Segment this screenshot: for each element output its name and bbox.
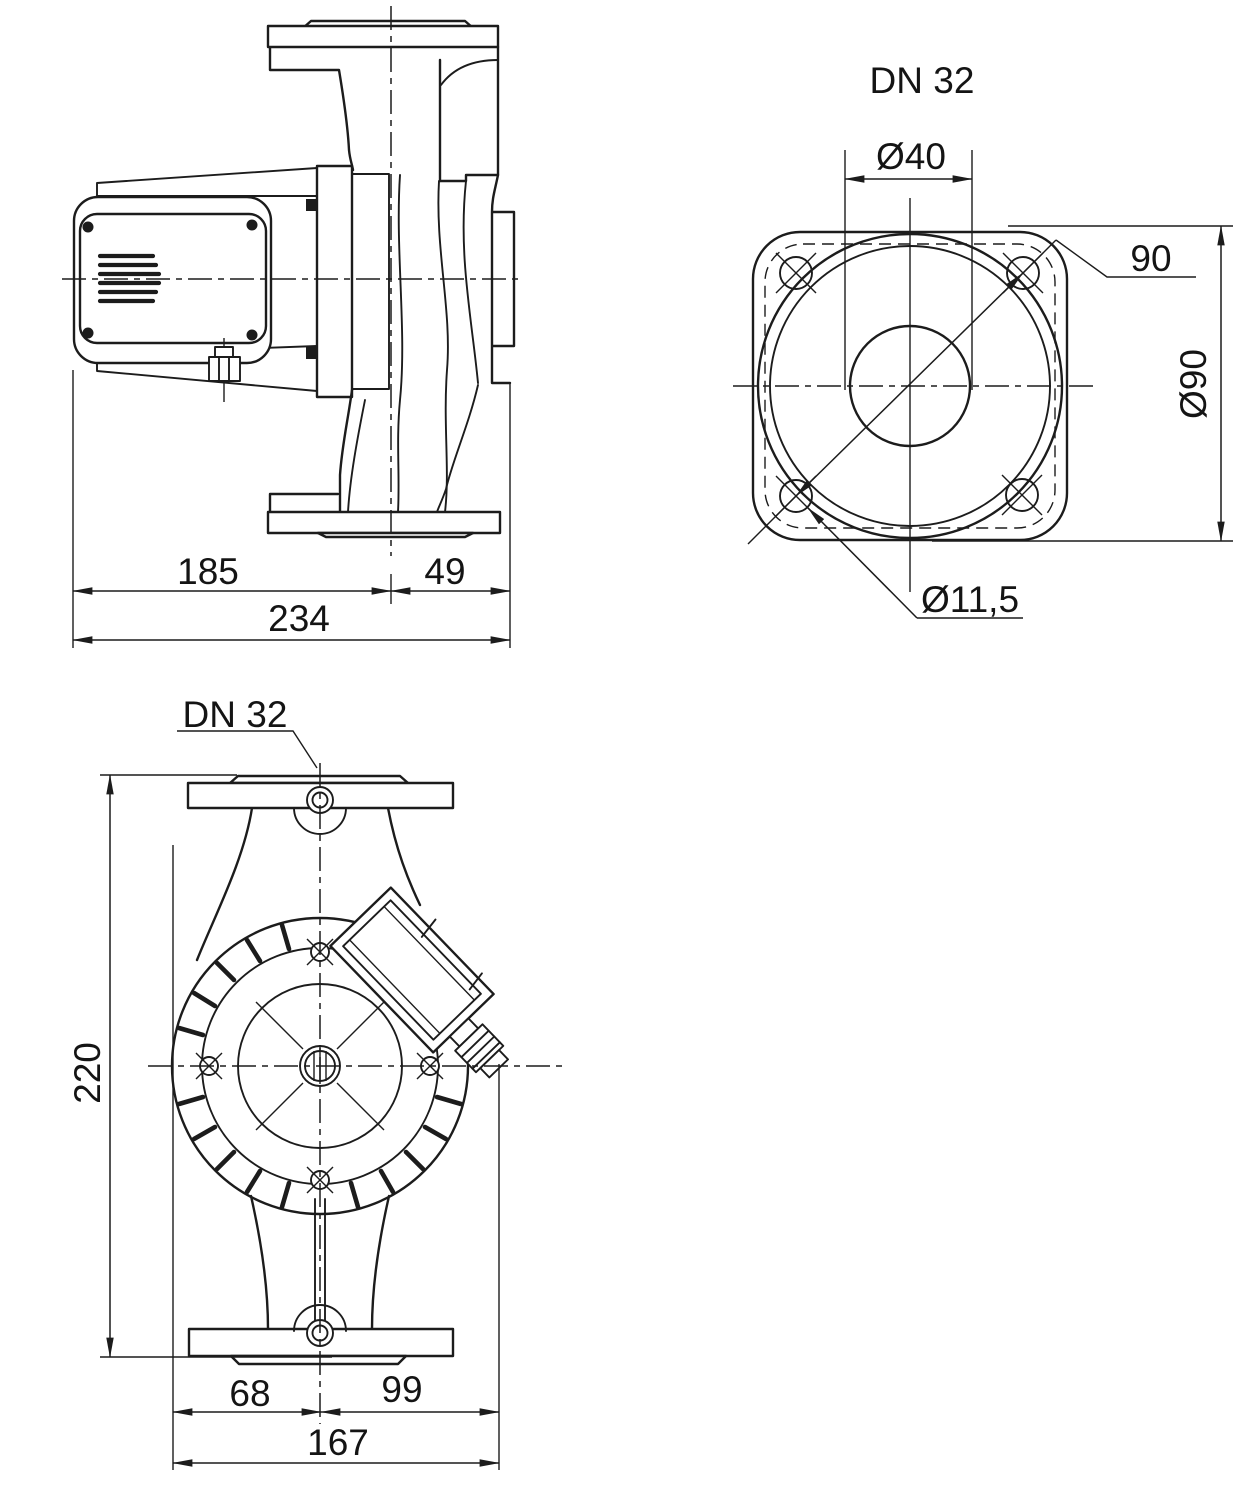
dim-90-label: 90 [1130, 238, 1171, 279]
dim-d115-label: Ø11,5 [921, 579, 1019, 620]
dn32-callout: DN 32 [177, 694, 318, 769]
side-view: 185 49 234 [62, 6, 520, 648]
dim-68-label: 68 [229, 1373, 270, 1414]
pump-casing [268, 45, 516, 514]
dim-99-label: 99 [381, 1369, 422, 1410]
cover-screw [82, 221, 94, 233]
top-flange [266, 19, 500, 49]
dim-d90-label: Ø90 [1173, 349, 1214, 419]
dim-234-label: 234 [268, 598, 330, 639]
dim-d40: Ø40 [844, 136, 973, 390]
dim-49-label: 49 [424, 551, 465, 592]
side-view-dimensions: 185 49 234 [72, 370, 511, 648]
cover-screw [246, 219, 258, 231]
cover-screw [82, 327, 94, 339]
lower-neck-left [249, 1194, 270, 1331]
flange-view-title: DN 32 [870, 60, 975, 101]
top-view-upper-flange [186, 774, 455, 835]
dim-d40-label: Ø40 [876, 136, 946, 177]
vent-slats [97, 253, 162, 304]
lower-neck-right [370, 1194, 391, 1331]
bottom-flange [266, 510, 502, 539]
top-view-dn32-label: DN 32 [183, 694, 288, 735]
dim-185-label: 185 [177, 551, 239, 592]
clamp-band-upper [96, 167, 318, 197]
top-view: DN 32 220 68 99 167 [67, 694, 568, 1470]
dim-220-label: 220 [67, 1042, 108, 1104]
drain-plug [208, 338, 241, 402]
dim-167-label: 167 [307, 1422, 369, 1463]
top-view-lower-flange [187, 1304, 455, 1366]
motor-flange-plate [315, 164, 354, 399]
dim-hole: Ø11,5 [807, 507, 1023, 620]
dim-bolt-circle: 90 [747, 238, 1196, 545]
dim-d90: Ø90 [932, 225, 1233, 542]
cover-screw [246, 329, 258, 341]
neck-left [195, 806, 254, 962]
adapter-plate [351, 173, 390, 390]
flange-view: DN 32 Ø40 [733, 60, 1233, 620]
cable-gland [448, 1017, 509, 1079]
top-view-dimensions: 220 68 99 167 [67, 774, 500, 1470]
terminal-box [329, 886, 509, 1079]
neck-right [386, 806, 422, 907]
